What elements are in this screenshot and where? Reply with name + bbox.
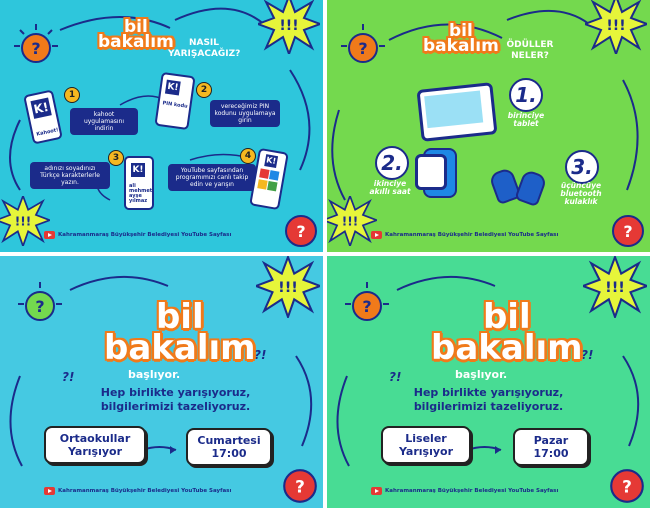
starts-label: başlıyor. [128, 368, 181, 381]
svg-text:?: ? [296, 222, 305, 241]
prize-text: üçüncüye bluetooth kulaklık [560, 181, 602, 206]
exclamation-burst-icon: !!! [583, 256, 647, 318]
svg-text:?: ? [362, 297, 371, 316]
step-number: 1 [64, 87, 80, 103]
svg-text:?: ? [358, 39, 367, 58]
question-bubble-icon: ? [341, 24, 385, 63]
tagline-line-2: bilgilerimizi tazeliyoruz. [100, 400, 251, 413]
red-alert-icon: ? [283, 469, 317, 503]
brand-logo: bil bakalım [431, 297, 583, 368]
step-text: kahoot uygulamasını indirin [70, 108, 138, 135]
kahoot-logo: K! [264, 154, 279, 169]
svg-text:?: ? [31, 39, 40, 58]
kahoot-logo: K! [30, 97, 52, 119]
phone-illustration: K! ali mehmet ayşe yılmaz [124, 156, 154, 210]
brand-logo: bil bakalım [98, 17, 174, 53]
svg-text:?: ? [295, 476, 305, 496]
panel-middle-school: ? !!! ? ?! ?! bil bakalım başlıyor. Hep … [0, 256, 323, 508]
answer-tile [269, 170, 280, 181]
svg-text:?: ? [35, 297, 44, 316]
youtube-icon [44, 487, 55, 495]
panel-high-school: ? !!! ? ?! ?! bil bakalım başlıyor. Hep … [327, 256, 650, 508]
question-bubble-icon: ? [14, 24, 58, 63]
youtube-icon [371, 231, 382, 239]
footer-text: Kahramanmaraş Büyükşehir Belediyesi YouT… [385, 488, 559, 494]
answer-tile [257, 179, 268, 190]
svg-text:!!!: !!! [605, 280, 625, 296]
svg-text:!!!: !!! [278, 280, 298, 296]
youtube-icon [44, 231, 55, 239]
step-text: vereceğimiz PIN kodunu uygulamaya girin [210, 100, 280, 127]
kahoot-logo: K! [164, 79, 181, 96]
exclamation-burst-icon: !!! [585, 0, 647, 54]
question-marks-icon: ?! [389, 370, 402, 384]
svg-text:!!!: !!! [606, 18, 625, 34]
brand-logo: bil bakalım [104, 297, 256, 368]
exclamation-burst-icon: !!! [327, 196, 377, 246]
tagline-line-1: Hep birlikte yarışıyoruz, [100, 386, 251, 399]
svg-text:!!!: !!! [279, 18, 298, 34]
step-number: 3 [108, 150, 124, 166]
smartwatch-face [415, 154, 447, 190]
exclamation-burst-icon: !!! [258, 0, 320, 54]
question-bubble-icon: ? [345, 282, 389, 321]
question-bubble-icon: ? [18, 282, 62, 321]
prize-rank: 3. [565, 150, 599, 184]
brand-logo: bil bakalım [423, 21, 499, 57]
youtube-icon [371, 487, 382, 495]
question-marks-icon: ?! [62, 370, 75, 384]
competitors-label: Liseler Yarışıyor [381, 426, 471, 464]
prize-text: birinciye tablet [507, 111, 545, 128]
red-alert-icon: ? [285, 215, 317, 247]
step-number: 4 [240, 148, 256, 164]
tagline-line-2: bilgilerimizi tazeliyoruz. [413, 400, 564, 413]
panel-how-to-play: ? !!! !!! ? bil bakalım NASIL YARIŞACAĞI… [0, 0, 323, 252]
schedule-label: Pazar 17:00 [513, 428, 589, 466]
footer-text: Kahramanmaraş Büyükşehir Belediyesi YouT… [58, 232, 232, 238]
exclamation-burst-icon: !!! [256, 256, 320, 318]
competitors-label: Ortaokullar Yarışıyor [44, 426, 146, 464]
schedule-label: Cumartesi 17:00 [186, 428, 272, 466]
red-alert-icon: ? [610, 469, 644, 503]
red-alert-icon: ? [612, 215, 644, 247]
kahoot-logo: K! [131, 163, 145, 177]
panel-heading: ÖDÜLLER NELER? [506, 40, 554, 61]
tablet-illustration [416, 82, 498, 142]
answer-tile [259, 168, 270, 179]
prize-rank: 1. [509, 78, 543, 112]
step-number: 2 [196, 82, 212, 98]
answer-tile [267, 180, 278, 192]
step-text: YouTube sayfasından programımızı canlı t… [168, 164, 256, 191]
step-text: adınızı soyadınızı Türkçe karakterlerle … [30, 162, 110, 189]
starts-label: başlıyor. [455, 368, 508, 381]
question-marks-icon: ?! [581, 348, 594, 362]
panel-prizes: ? !!! !!! ? bil bakalım ÖDÜLLER NELER? 1… [327, 0, 650, 252]
prize-rank: 2. [375, 146, 409, 180]
tagline-line-1: Hep birlikte yarışıyoruz, [413, 386, 564, 399]
footer-text: Kahramanmaraş Büyükşehir Belediyesi YouT… [58, 488, 232, 494]
exclamation-burst-icon: !!! [0, 196, 50, 246]
question-marks-icon: ?! [254, 348, 267, 362]
svg-text:!!!: !!! [342, 214, 358, 228]
panel-2-doodles [331, 10, 639, 201]
svg-text:!!!: !!! [15, 214, 31, 228]
prize-text: ikinciye akıllı saat [369, 179, 411, 196]
panel-heading: NASIL YARIŞACAĞIZ? [168, 38, 241, 59]
svg-text:?: ? [622, 476, 632, 496]
svg-text:?: ? [623, 222, 632, 241]
footer-text: Kahramanmaraş Büyükşehir Belediyesi YouT… [385, 232, 559, 238]
